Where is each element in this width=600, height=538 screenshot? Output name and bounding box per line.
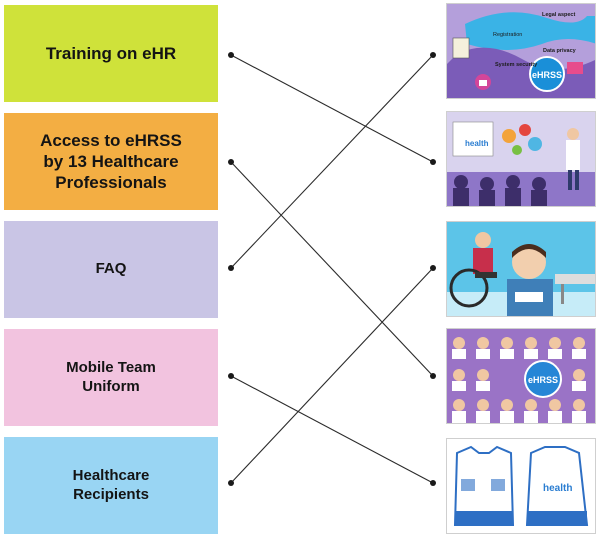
right-dot-1 — [430, 52, 436, 58]
card-label: Training on eHR — [45, 43, 177, 63]
card-label: FAQ — [95, 260, 127, 278]
picture-healthcare-recipients[interactable] — [446, 221, 596, 317]
health-logo-text: health — [465, 139, 489, 148]
card-access-ehrss[interactable]: Access to eHRSS by 13 Healthcare Profess… — [4, 113, 218, 210]
picture-ehrss-overview[interactable]: eHRSS Registration Legal aspect Data pri… — [446, 3, 596, 99]
right-dot-4 — [430, 373, 436, 379]
connector-faq-to-overview — [230, 54, 434, 269]
ehrss-badge: eHRSS — [532, 70, 562, 80]
tag-legal-aspect: Legal aspect — [542, 12, 575, 18]
card-mobile-team-uniform[interactable]: Mobile Team Uniform — [4, 329, 218, 426]
connector-recipients-to-recipients — [230, 267, 434, 484]
connector-training-to-training-session — [230, 54, 434, 163]
card-label: Access to eHRSS by 13 Healthcare Profess… — [40, 130, 182, 193]
connector-access-to-professionals — [230, 161, 434, 377]
left-dot-1 — [228, 52, 234, 58]
right-dot-5 — [430, 480, 436, 486]
health-logo-text: health — [543, 483, 572, 494]
tag-system-security: System security — [495, 62, 538, 68]
connector-uniform-to-vests — [230, 375, 434, 484]
tag-data-privacy: Data privacy — [543, 48, 577, 54]
picture-training-session[interactable]: health — [446, 111, 596, 207]
left-dot-2 — [228, 159, 234, 165]
picture-healthcare-professionals[interactable]: eHRSS — [446, 328, 596, 424]
right-dot-2 — [430, 159, 436, 165]
left-dot-3 — [228, 265, 234, 271]
card-training-on-ehr[interactable]: Training on eHR — [4, 5, 218, 102]
left-dot-5 — [228, 480, 234, 486]
ehrss-badge: eHRSS — [528, 375, 558, 385]
picture-team-uniform[interactable]: health — [446, 438, 596, 534]
left-dot-4 — [228, 373, 234, 379]
card-label: Mobile Team Uniform — [66, 358, 156, 395]
card-faq[interactable]: FAQ — [4, 221, 218, 318]
card-label: Healthcare Recipients — [72, 466, 150, 503]
card-healthcare-recipients[interactable]: Healthcare Recipients — [4, 437, 218, 534]
tag-registration: Registration — [493, 32, 522, 38]
right-dot-3 — [430, 265, 436, 271]
